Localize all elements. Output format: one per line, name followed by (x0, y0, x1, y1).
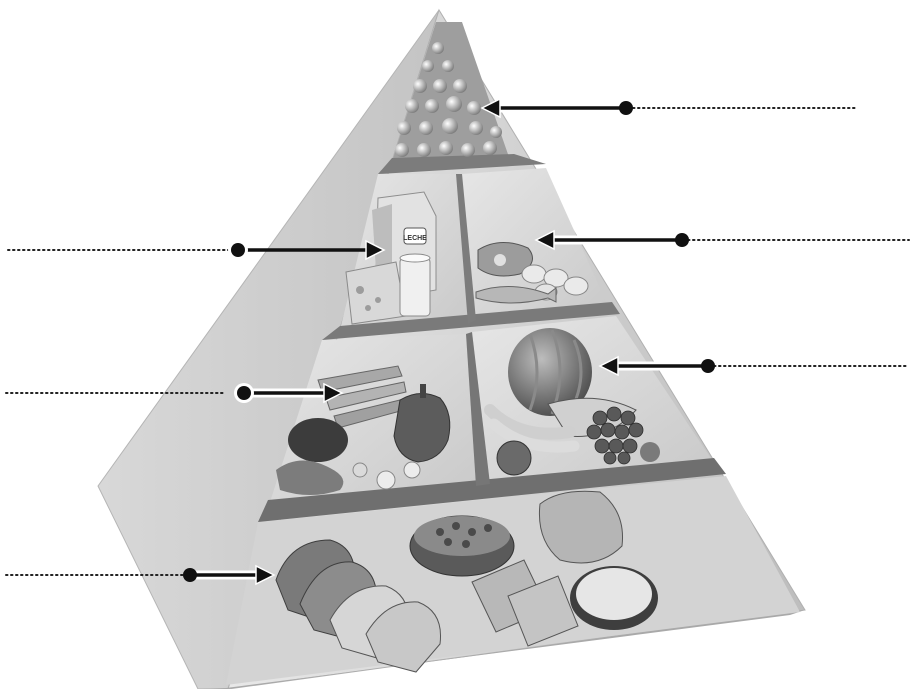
pointer-top (482, 99, 856, 117)
pointer-protein (536, 231, 909, 249)
milk-carton-label: LECHE (403, 235, 427, 242)
